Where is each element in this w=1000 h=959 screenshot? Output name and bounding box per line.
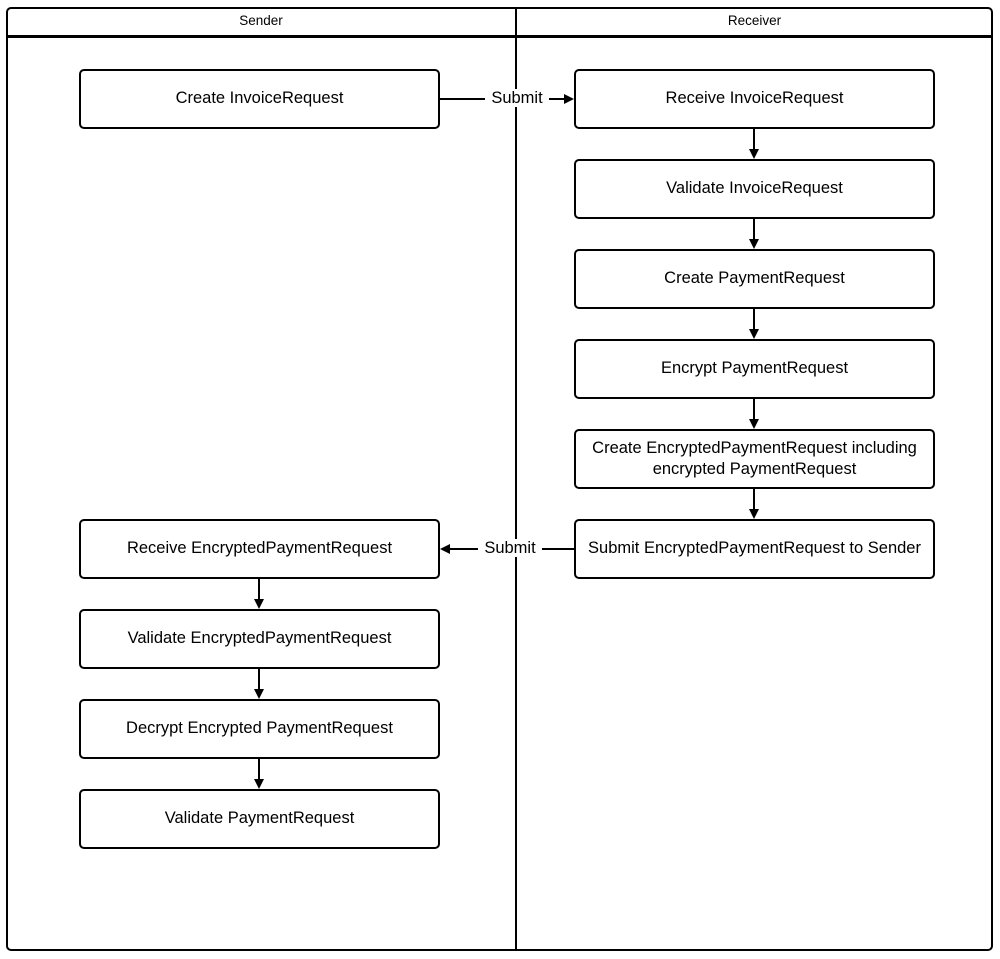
edge-n8-n9-line: [258, 579, 260, 600]
edge-n2-n3-arrowhead: [749, 149, 759, 159]
edge-n9-n10-arrowhead: [254, 689, 264, 699]
node-create-encryptedpaymentrequest[interactable]: Create EncryptedPaymentRequest including…: [574, 429, 935, 489]
node-validate-encryptedpaymentrequest[interactable]: Validate EncryptedPaymentRequest: [79, 609, 440, 669]
lane-divider: [515, 7, 517, 951]
edge-n3-n4-line: [753, 219, 755, 240]
node-submit-encryptedpaymentrequest[interactable]: Submit EncryptedPaymentRequest to Sender: [574, 519, 935, 579]
lane-header-sender: Sender: [239, 13, 283, 28]
edge-n8-n9-arrowhead: [254, 599, 264, 609]
edge-submit-encryptedpaymentrequest-arrowhead: [440, 544, 450, 554]
node-label: Validate InvoiceRequest: [666, 179, 843, 198]
node-validate-paymentrequest[interactable]: Validate PaymentRequest: [79, 789, 440, 849]
edge-n10-n11-arrowhead: [254, 779, 264, 789]
node-label: Create InvoiceRequest: [175, 89, 344, 108]
node-receive-encryptedpaymentrequest[interactable]: Receive EncryptedPaymentRequest: [79, 519, 440, 579]
node-encrypt-paymentrequest[interactable]: Encrypt PaymentRequest: [574, 339, 935, 399]
edge-n5-n6-line: [753, 399, 755, 420]
edge-n5-n6-arrowhead: [749, 419, 759, 429]
edge-n6-n7-line: [753, 489, 755, 510]
edge-n9-n10-line: [258, 669, 260, 690]
lane-header-receiver: Receiver: [727, 13, 782, 28]
node-create-paymentrequest[interactable]: Create PaymentRequest: [574, 249, 935, 309]
node-label: Submit EncryptedPaymentRequest to Sender: [588, 539, 921, 558]
lane-header-band: Sender Receiver: [6, 7, 993, 38]
node-decrypt-encrypted-paymentrequest[interactable]: Decrypt Encrypted PaymentRequest: [79, 699, 440, 759]
node-label: Receive EncryptedPaymentRequest: [126, 539, 393, 558]
edge-n10-n11-line: [258, 759, 260, 780]
node-receive-invoicerequest[interactable]: Receive InvoiceRequest: [574, 69, 935, 129]
edge-n4-n5-line: [753, 309, 755, 330]
edge-n2-n3-line: [753, 129, 755, 150]
node-validate-invoicerequest[interactable]: Validate InvoiceRequest: [574, 159, 935, 219]
node-label: Encrypt PaymentRequest: [660, 359, 849, 378]
node-label: Validate PaymentRequest: [164, 809, 355, 828]
node-label: Receive InvoiceRequest: [665, 89, 844, 108]
node-label: Create EncryptedPaymentRequest including…: [592, 438, 917, 478]
edge-label-submit-encryptedpaymentrequest: Submit: [478, 539, 542, 557]
edge-label-submit-invoicerequest: Submit: [485, 89, 549, 107]
edge-submit-invoicerequest-arrowhead: [564, 94, 574, 104]
edge-n4-n5-arrowhead: [749, 329, 759, 339]
node-create-invoicerequest[interactable]: Create InvoiceRequest: [79, 69, 440, 129]
edge-n6-n7-arrowhead: [749, 509, 759, 519]
node-label: Decrypt Encrypted PaymentRequest: [126, 719, 393, 738]
node-label: Create PaymentRequest: [664, 269, 845, 288]
node-label: Validate EncryptedPaymentRequest: [127, 629, 392, 648]
edge-n3-n4-arrowhead: [749, 239, 759, 249]
